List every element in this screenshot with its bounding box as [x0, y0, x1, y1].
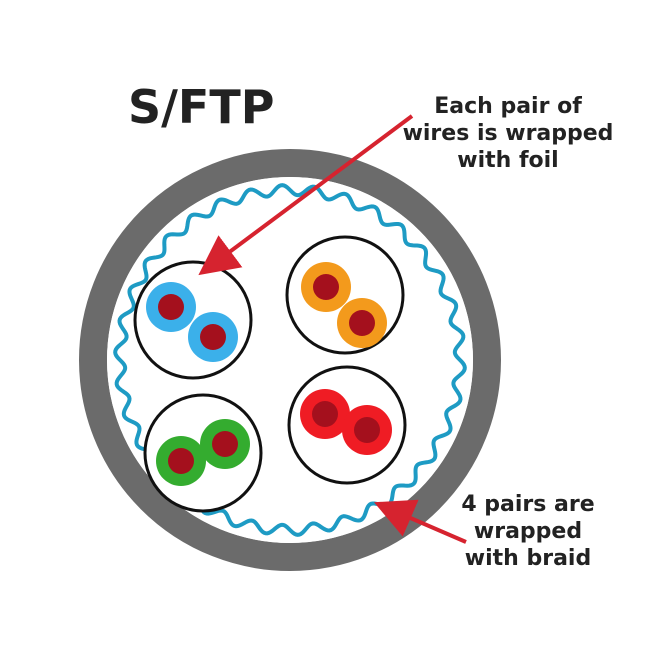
wire-pair-red: [287, 365, 407, 485]
wire-pair-green: [143, 393, 263, 513]
wire-conductor: [200, 324, 226, 350]
wire-pair-blue: [133, 260, 253, 380]
braid-callout-line: 4 pairs are: [461, 492, 595, 517]
wire-pair-orange: [285, 235, 405, 355]
braid-callout-label: 4 pairs are wrapped with braid: [438, 492, 618, 572]
wire-conductor: [168, 448, 194, 474]
wire-conductor: [313, 274, 339, 300]
wire-conductor: [212, 431, 238, 457]
wire-pairs: [133, 235, 407, 513]
foil-arrow: [198, 114, 414, 276]
braid-callout-line: with braid: [464, 545, 592, 571]
foil-callout-line: Each pair of: [434, 94, 582, 119]
braid-arrow: [373, 499, 467, 544]
diagram-title: S/FTP: [128, 80, 275, 134]
foil-callout-label: Each pair of wires is wrapped with foil: [388, 94, 628, 174]
foil-callout-line: wires is wrapped: [402, 120, 614, 146]
wire-conductor: [158, 294, 184, 320]
foil-callout-line: with foil: [457, 147, 559, 173]
wire-conductor: [349, 310, 375, 336]
braid-callout-line: wrapped: [473, 518, 583, 544]
braid-shield: [113, 183, 467, 537]
outer-jacket: [79, 149, 501, 571]
wire-conductor: [354, 417, 380, 443]
wire-conductor: [312, 401, 338, 427]
